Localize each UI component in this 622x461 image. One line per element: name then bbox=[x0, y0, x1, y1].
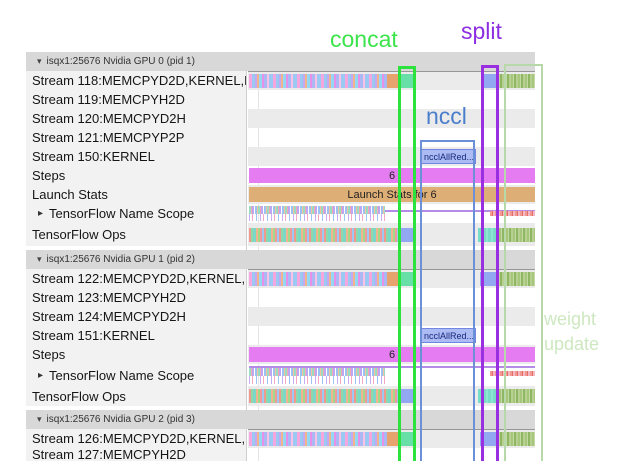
row-band bbox=[248, 307, 535, 326]
row-label-stream-120: Stream 120:MEMCPYD2H bbox=[26, 109, 246, 128]
nccl-event-bar-gpu0[interactable]: ncclAllRed... bbox=[420, 149, 476, 164]
stream-118-split-event[interactable] bbox=[481, 74, 497, 88]
triangle-right-icon: ▸ bbox=[38, 369, 44, 381]
stream-126-concat-event[interactable] bbox=[400, 432, 415, 446]
row-label-text: Stream 119:MEMCPYH2D bbox=[32, 92, 185, 107]
row-label-stream-123: Stream 123:MEMCPYH2D bbox=[26, 288, 246, 307]
row-band bbox=[248, 109, 535, 128]
launch-stats-bar[interactable]: Launch Stats for 6 bbox=[249, 187, 535, 202]
row-label-tf-ops-gpu0: TensorFlow Ops bbox=[26, 223, 246, 246]
section-rule bbox=[248, 71, 535, 72]
stream-126-activity-bar[interactable] bbox=[249, 432, 387, 446]
triangle-down-icon: ▾ bbox=[37, 414, 42, 424]
steps-value: 6 bbox=[388, 169, 396, 182]
tf-name-scope-ticks-gpu1[interactable] bbox=[249, 368, 385, 376]
row-label-launch-stats: Launch Stats bbox=[26, 185, 246, 204]
tf-name-scope-line-gpu0 bbox=[249, 210, 535, 212]
row-label-text: Stream 123:MEMCPYH2D bbox=[32, 290, 186, 305]
row-label-stream-151: Stream 151:KERNEL bbox=[26, 326, 246, 345]
tf-name-scope-right-events-gpu1[interactable] bbox=[490, 371, 535, 376]
row-label-text: TensorFlow Name Scope bbox=[49, 367, 195, 383]
tf-ops-split-event-gpu1[interactable] bbox=[478, 389, 499, 403]
row-label-stream-119: Stream 119:MEMCPYH2D bbox=[26, 90, 246, 109]
stream-126-orange-event[interactable] bbox=[387, 432, 400, 446]
row-label-text: Stream 151:KERNEL bbox=[32, 328, 155, 343]
section-header-gpu2[interactable]: ▾ isqx1:25676 Nvidia GPU 2 (pid 3) bbox=[26, 410, 535, 429]
row-label-text: TensorFlow Ops bbox=[32, 388, 126, 404]
row-label-text: TensorFlow Name Scope bbox=[49, 206, 195, 221]
row-label-tf-name-scope-gpu1[interactable]: ▸ TensorFlow Name Scope bbox=[26, 364, 246, 386]
stream-118-orange-event[interactable] bbox=[387, 74, 400, 88]
row-label-text: Launch Stats bbox=[32, 187, 108, 202]
row-label-text: Stream 120:MEMCPYD2H bbox=[32, 111, 186, 126]
tf-ops-concat-event-gpu1[interactable] bbox=[398, 389, 416, 403]
row-label-text: Stream 126:MEMCPYD2D,KERNEL,MI bbox=[32, 431, 246, 446]
tf-ops-concat-event-gpu0[interactable] bbox=[398, 228, 416, 242]
tf-name-scope-right-events-gpu0[interactable] bbox=[490, 211, 535, 216]
triangle-down-icon: ▾ bbox=[37, 56, 42, 66]
triangle-down-icon: ▾ bbox=[37, 254, 42, 264]
row-label-stream-150: Stream 150:KERNEL bbox=[26, 147, 246, 166]
row-band bbox=[248, 147, 535, 166]
stream-118-activity-bar[interactable] bbox=[249, 74, 387, 88]
row-label-tf-name-scope-gpu0[interactable]: ▸ TensorFlow Name Scope bbox=[26, 204, 246, 223]
row-label-text: Stream 150:KERNEL bbox=[32, 149, 155, 164]
row-label-steps-gpu1: Steps bbox=[26, 345, 246, 364]
tf-ops-weight-update-gpu0[interactable] bbox=[499, 228, 535, 242]
tf-name-scope-subticks-gpu1[interactable] bbox=[249, 376, 385, 384]
nccl-event-label: ncclAllRed... bbox=[424, 330, 475, 341]
tf-ops-bar-gpu0[interactable] bbox=[249, 228, 398, 242]
steps-value: 6 bbox=[388, 348, 396, 361]
tf-ops-weight-update-gpu1[interactable] bbox=[499, 389, 535, 403]
section-rule bbox=[248, 269, 535, 270]
stream-122-concat-event[interactable] bbox=[400, 272, 415, 286]
weight-update-annotation-label: weight update bbox=[544, 309, 600, 354]
tf-ops-split-event-gpu0[interactable] bbox=[478, 228, 499, 242]
row-label-text: Stream 127:MEMCPYH2D bbox=[32, 448, 186, 461]
launch-stats-label: Launch Stats for 6 bbox=[347, 188, 437, 201]
section-header-gpu1[interactable]: ▾ isqx1:25676 Nvidia GPU 1 (pid 2) bbox=[26, 250, 535, 269]
row-label-text: Steps bbox=[32, 347, 66, 362]
section-header-gpu0[interactable]: ▾ isqx1:25676 Nvidia GPU 0 (pid 1) bbox=[26, 52, 535, 71]
stream-122-activity-bar[interactable] bbox=[249, 272, 387, 286]
tf-name-scope-subticks-gpu0[interactable] bbox=[249, 214, 385, 221]
stream-126-weight-update-events[interactable] bbox=[497, 432, 535, 446]
row-label-text: Stream 118:MEMCPYD2D,KERNEL,ME bbox=[32, 73, 246, 88]
row-label-text: Stream 122:MEMCPYD2D,KERNEL,MI bbox=[32, 271, 246, 286]
row-label-stream-122: Stream 122:MEMCPYD2D,KERNEL,MI bbox=[26, 269, 246, 288]
nccl-event-label: ncclAllRed... bbox=[424, 151, 475, 162]
concat-annotation-label: concat bbox=[330, 26, 398, 52]
stream-122-orange-event[interactable] bbox=[387, 272, 400, 286]
section-header-label: isqx1:25676 Nvidia GPU 0 (pid 1) bbox=[46, 56, 195, 67]
stream-126-split-event[interactable] bbox=[480, 432, 496, 446]
section-header-label: isqx1:25676 Nvidia GPU 2 (pid 3) bbox=[46, 414, 195, 425]
row-label-stream-127: Stream 127:MEMCPYH2D bbox=[26, 448, 246, 461]
nccl-event-bar-gpu1[interactable]: ncclAllRed... bbox=[420, 328, 476, 343]
tf-name-scope-line-gpu1 bbox=[249, 366, 535, 368]
row-label-steps-gpu0: Steps bbox=[26, 166, 246, 185]
stream-122-split-event[interactable] bbox=[480, 272, 496, 286]
steps-bar-gpu1[interactable]: 6 bbox=[249, 347, 535, 362]
row-label-text: Stream 121:MEMCPYP2P bbox=[32, 130, 185, 145]
section-rule bbox=[248, 429, 535, 430]
tf-name-scope-ticks-gpu0[interactable] bbox=[249, 206, 385, 214]
row-label-stream-118: Stream 118:MEMCPYD2D,KERNEL,ME bbox=[26, 71, 246, 90]
row-label-text: Steps bbox=[32, 168, 66, 183]
split-annotation-label: split bbox=[461, 18, 502, 44]
row-label-stream-126: Stream 126:MEMCPYD2D,KERNEL,MI bbox=[26, 429, 246, 448]
triangle-right-icon: ▸ bbox=[38, 208, 44, 219]
stream-122-weight-update-events[interactable] bbox=[497, 272, 535, 286]
label-column-gpu1 bbox=[26, 250, 246, 406]
row-label-text: Stream 124:MEMCPYD2H bbox=[32, 309, 186, 324]
row-label-stream-124: Stream 124:MEMCPYD2H bbox=[26, 307, 246, 326]
row-label-text: TensorFlow Ops bbox=[32, 227, 126, 242]
row-label-stream-121: Stream 121:MEMCPYP2P bbox=[26, 128, 246, 147]
stream-118-weight-update-events[interactable] bbox=[497, 74, 535, 88]
stream-118-concat-event[interactable] bbox=[400, 74, 415, 88]
section-header-label: isqx1:25676 Nvidia GPU 1 (pid 2) bbox=[46, 254, 195, 265]
tf-ops-bar-gpu1[interactable] bbox=[249, 389, 398, 403]
row-label-tf-ops-gpu1: TensorFlow Ops bbox=[26, 386, 246, 406]
steps-bar-gpu0[interactable]: 6 bbox=[249, 168, 535, 183]
label-column-gpu0 bbox=[26, 52, 246, 246]
